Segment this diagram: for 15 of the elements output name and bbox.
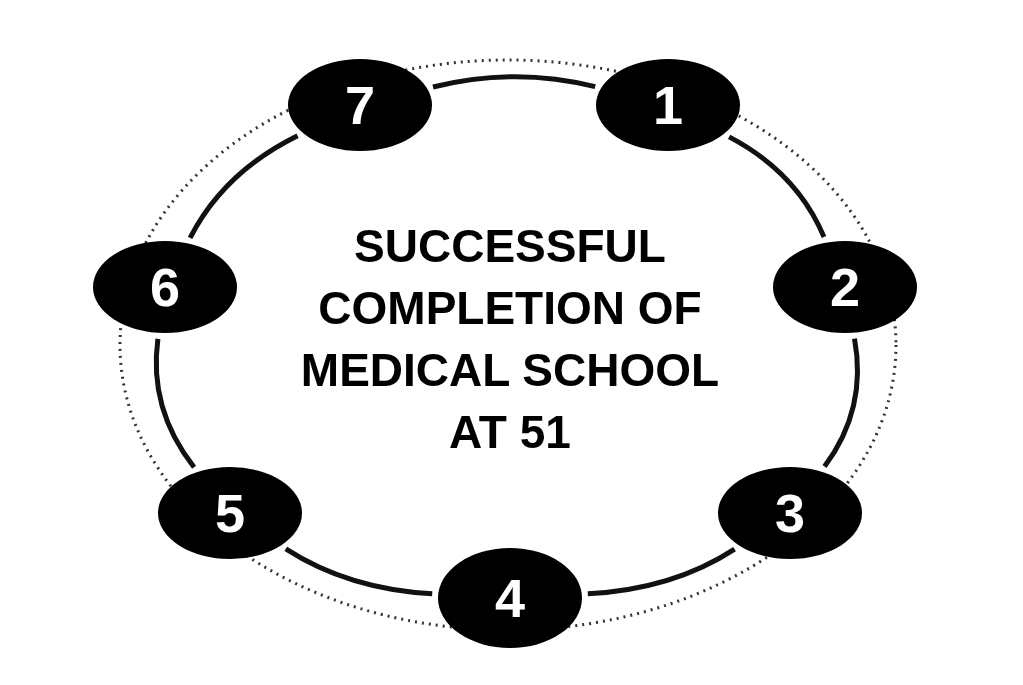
connector-arc — [187, 133, 299, 240]
connector-arc — [432, 74, 596, 90]
connector-arc — [727, 134, 827, 239]
step-number: 7 — [344, 78, 375, 132]
connector-arc — [822, 338, 860, 469]
center-heading: SUCCESSFUL COMPLETION OF MEDICAL SCHOOL AT 51 — [300, 219, 720, 460]
step-number: 4 — [494, 571, 525, 625]
step-number: 3 — [774, 486, 805, 540]
step-number: 1 — [652, 78, 683, 132]
step-number: 6 — [149, 260, 180, 314]
connector-arc — [153, 338, 197, 469]
connector-arc — [587, 546, 736, 597]
step-number: 5 — [214, 486, 245, 540]
step-number: 2 — [829, 260, 860, 314]
connector-arc — [284, 546, 433, 597]
